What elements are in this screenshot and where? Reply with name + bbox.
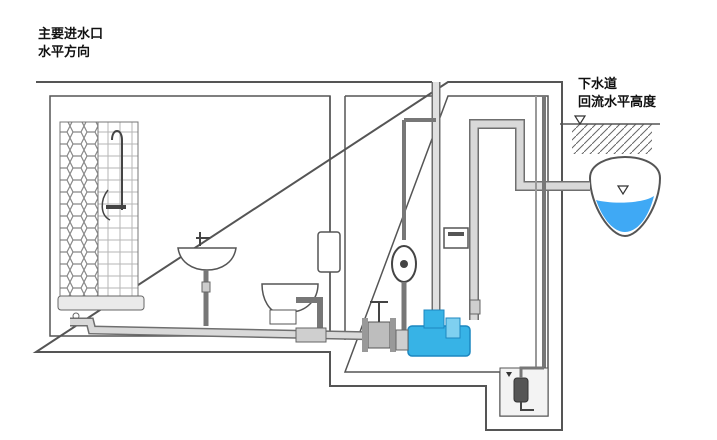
control-box-icon (443, 227, 469, 249)
check-valve-icon (391, 245, 417, 330)
shower-icon (57, 121, 145, 320)
riser-pipe (402, 96, 546, 380)
inlet-pipe (70, 317, 381, 343)
gate-valve-icon (362, 301, 396, 352)
lifting-pump-icon (395, 309, 471, 357)
inlet-label-line2: 水平方向 (38, 45, 91, 60)
inlet-label-line1: 主要进水口 (38, 27, 104, 42)
sewer-pipe-icon (588, 156, 662, 238)
submersible-pump-icon (506, 366, 544, 411)
sewer-label-line1: 下水道 (578, 77, 618, 92)
water-level-icon (573, 115, 587, 126)
toilet-icon (261, 231, 341, 330)
earth-ground (560, 123, 660, 154)
sewer-label-line2: 回流水平高度 (578, 95, 657, 110)
sink-icon (177, 232, 237, 326)
